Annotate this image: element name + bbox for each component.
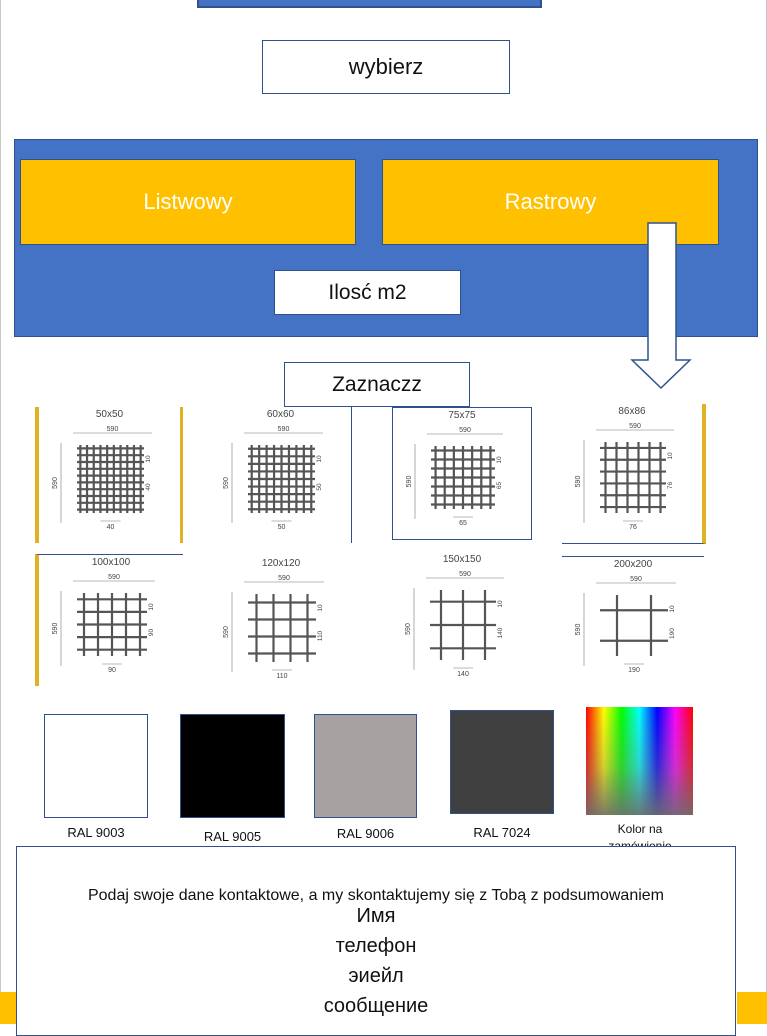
- width-label: 590: [630, 576, 642, 583]
- width-label: 590: [459, 427, 471, 434]
- grid-drawing: 590 590 10 65 65: [406, 427, 503, 527]
- grid-title: 120x120: [261, 558, 301, 569]
- bar-label: 10: [145, 455, 152, 463]
- left-accent-bar: [0, 992, 16, 1024]
- right-accent-bar: [737, 992, 767, 1024]
- quantity-input[interactable]: Ilosć m2: [274, 270, 461, 315]
- grid-drawing: 590 590 10 40 40: [52, 426, 152, 531]
- cell-label: 76: [629, 524, 637, 531]
- bar-label: 10: [669, 605, 676, 613]
- bar-label: 10: [496, 456, 503, 464]
- grid-option-75x75[interactable]: 75x75 590 590 10 65 65: [392, 407, 532, 540]
- down-arrow-icon: [630, 222, 692, 390]
- grid-option-120x120[interactable]: 120x120 590 590 10 110 110: [210, 556, 352, 692]
- color-swatch-ral-7024[interactable]: [450, 710, 554, 814]
- quantity-label: Ilosć m2: [328, 280, 407, 304]
- side-label: 190: [669, 628, 676, 639]
- choose-label: wybierz: [348, 54, 424, 79]
- grid-title: 75x75: [448, 410, 476, 421]
- contact-prompt: Podaj swoje dane kontaktowe, a my skonta…: [87, 887, 664, 904]
- rastrowy-button[interactable]: Rastrowy: [382, 159, 719, 245]
- mark-label: Zaznaczz: [332, 372, 422, 396]
- color-swatch-ral-9003[interactable]: [44, 714, 148, 818]
- width-label: 590: [278, 426, 290, 433]
- name-field[interactable]: Имя: [356, 905, 396, 927]
- color-swatch-ral-9005[interactable]: [180, 714, 285, 818]
- cell-label: 90: [108, 667, 116, 674]
- cell-label: 110: [276, 673, 287, 680]
- top-banner: [197, 0, 542, 8]
- width-label: 590: [108, 574, 120, 581]
- message-field[interactable]: сообщение: [323, 995, 429, 1017]
- color-swatch-custom[interactable]: [586, 707, 693, 815]
- cell-label: 40: [107, 524, 115, 531]
- grid-drawing: 590 590 10 190 190: [575, 576, 676, 674]
- color-label-ral-9006: RAL 9006: [336, 826, 395, 841]
- height-label: 590: [575, 624, 582, 636]
- color-label-ral-7024: RAL 7024: [473, 825, 531, 840]
- width-label: 590: [459, 571, 471, 578]
- listwowy-label: Listwowy: [143, 189, 233, 214]
- cell-label: 140: [457, 671, 469, 678]
- width-label: 590: [107, 426, 119, 433]
- height-label: 590: [405, 623, 412, 635]
- grid-drawing: 590 590 10 90 90: [52, 574, 155, 674]
- grid-option-86x86[interactable]: 86x86 590 590 10 76 76: [562, 404, 706, 544]
- cell-label: 190: [628, 667, 640, 674]
- width-label: 590: [629, 423, 641, 430]
- mark-box[interactable]: Zaznaczz: [284, 362, 470, 407]
- grid-drawing: 590 590 10 140 140: [405, 571, 504, 678]
- bar-label: 10: [497, 600, 504, 608]
- grid-drawing: 590 590 10 76 76: [575, 423, 674, 531]
- side-label: 65: [496, 482, 503, 490]
- grid-title: 60x60: [266, 409, 295, 420]
- bar-label: 10: [148, 603, 155, 611]
- bar-label: 10: [316, 455, 323, 463]
- grid-option-50x50[interactable]: 50x50 590 590 10 40 40: [35, 407, 183, 543]
- rastrowy-label: Rastrowy: [504, 189, 597, 214]
- choose-button[interactable]: wybierz: [262, 40, 510, 94]
- cell-label: 65: [459, 520, 467, 527]
- height-label: 590: [406, 476, 413, 488]
- grid-option-200x200[interactable]: 200x200 590 590 10 190 190: [562, 556, 704, 686]
- color-label-ral-9005: RAL 9005: [203, 829, 262, 844]
- side-label: 140: [497, 627, 504, 638]
- phone-field[interactable]: телефон: [335, 935, 417, 957]
- grid-drawing: 590 590 10 50 50: [223, 426, 323, 531]
- side-label: 76: [667, 482, 674, 490]
- contact-form: Podaj swoje dane kontaktowe, a my skonta…: [16, 846, 736, 1036]
- grid-title: 50x50: [95, 409, 124, 420]
- bar-label: 10: [667, 452, 674, 460]
- color-label-ral-9003: RAL 9003: [67, 825, 125, 840]
- height-label: 590: [575, 476, 582, 488]
- side-label: 90: [148, 629, 155, 637]
- grid-option-150x150[interactable]: 150x150 590 590 10 140 140: [392, 552, 532, 690]
- height-label: 590: [223, 626, 230, 638]
- email-field[interactable]: эиейл: [348, 965, 404, 987]
- color-swatch-ral-9006[interactable]: [314, 714, 417, 818]
- listwowy-button[interactable]: Listwowy: [20, 159, 356, 245]
- grid-title: 86x86: [618, 406, 646, 417]
- grid-option-60x60[interactable]: 60x60 590 590 10 50 50: [210, 407, 352, 543]
- grid-title: 150x150: [442, 554, 482, 565]
- side-label: 110: [317, 630, 324, 641]
- height-label: 590: [52, 623, 59, 635]
- grid-title: 100x100: [91, 557, 131, 568]
- grid-drawing: 590 590 10 110 110: [223, 575, 324, 680]
- page-edge-left: [0, 0, 1, 1024]
- height-label: 590: [223, 477, 230, 489]
- grid-title: 200x200: [613, 559, 653, 570]
- bar-label: 10: [317, 604, 324, 612]
- side-label: 50: [316, 483, 323, 491]
- height-label: 590: [52, 477, 59, 489]
- width-label: 590: [278, 575, 290, 582]
- grid-option-100x100[interactable]: 100x100 590 590 10 90 90: [35, 554, 183, 686]
- side-label: 40: [145, 483, 152, 491]
- cell-label: 50: [278, 524, 286, 531]
